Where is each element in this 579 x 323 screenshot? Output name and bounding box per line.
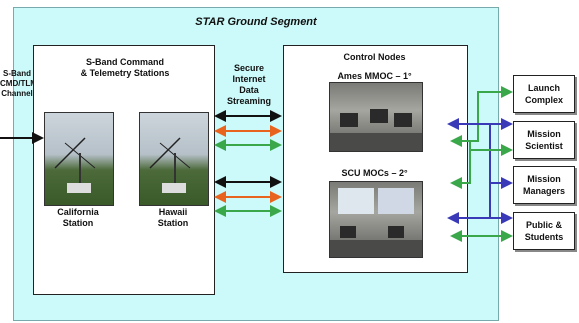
- green-scientist-arrow: [452, 140, 513, 156]
- input-channel-line1: S-Band: [3, 69, 31, 78]
- hawaii-station-photo: [139, 112, 209, 206]
- input-channel-line3: Channel: [1, 89, 33, 98]
- mission-scientist-line2: Scientist: [525, 141, 563, 151]
- mission-scientist-box: Mission Scientist: [513, 121, 575, 159]
- streaming-line1: Secure: [233, 63, 265, 73]
- mission-scientist-line1: Mission: [527, 129, 561, 139]
- scu-mocs-photo: [329, 181, 423, 258]
- launch-complex-line2: Complex: [524, 95, 563, 105]
- control-room-image: [330, 188, 422, 257]
- control-room-image: [330, 109, 422, 151]
- mission-managers-line1: Mission: [527, 174, 561, 184]
- streaming-line2: Internet: [232, 74, 266, 84]
- control-nodes-title: Control Nodes: [343, 52, 406, 62]
- streaming-line3: Data: [239, 85, 259, 95]
- streaming-line4: Streaming: [226, 96, 271, 106]
- california-station-label: California Station: [44, 207, 112, 229]
- california-line2: Station: [62, 218, 94, 228]
- mission-managers-line2: Managers: [522, 186, 566, 196]
- stations-title: S-Band Command & Telemetry Stations: [46, 57, 204, 79]
- california-station-photo: [44, 112, 114, 206]
- streaming-label: Secure Internet Data Streaming: [216, 63, 282, 107]
- hawaii-line2: Station: [157, 218, 189, 228]
- input-channel-label: S-Band CMD/TLM Channel: [0, 69, 37, 99]
- green-managers-arrow: [450, 150, 471, 189]
- launch-complex-line1: Launch: [527, 83, 560, 93]
- california-line1: California: [57, 207, 99, 217]
- segment-title: STAR Ground Segment: [195, 16, 317, 28]
- ames-mmoc-photo: [329, 82, 423, 152]
- public-students-line2: Students: [524, 232, 564, 242]
- stations-title-line2: & Telemetry Stations: [80, 68, 170, 78]
- ames-mmoc-label: Ames MMOC – 1°: [337, 71, 412, 81]
- public-students-line1: Public &: [525, 220, 562, 230]
- launch-complex-box: Launch Complex: [513, 75, 575, 113]
- mission-managers-box: Mission Managers: [513, 166, 575, 204]
- hawaii-line1: Hawaii: [158, 207, 188, 217]
- scu-mocs-label: SCU MOCs – 2°: [341, 168, 408, 178]
- green-launch-arrow: [450, 86, 513, 147]
- public-students-box: Public & Students: [513, 212, 575, 250]
- antenna-image: [149, 137, 191, 193]
- antenna-image: [54, 137, 96, 193]
- stations-title-line1: S-Band Command: [85, 57, 164, 67]
- input-channel-line2: CMD/TLM: [0, 79, 37, 88]
- hawaii-station-label: Hawaii Station: [139, 207, 207, 229]
